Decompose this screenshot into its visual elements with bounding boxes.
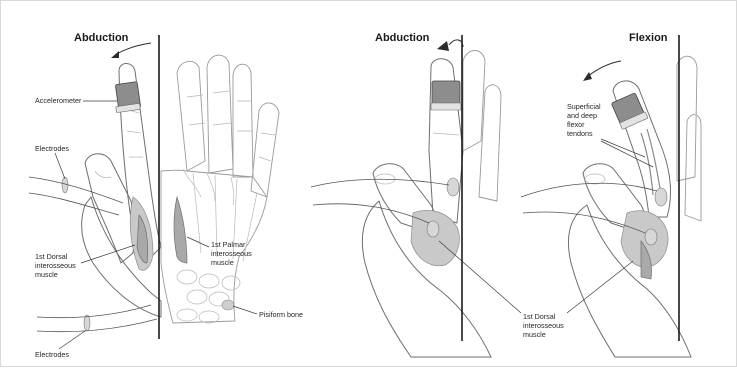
palmar-muscle-label-line1: 1st Palmar: [211, 240, 246, 249]
panel-3-title: Flexion: [629, 32, 668, 44]
pisiform-label: Pisiform bone: [259, 310, 303, 319]
accelerometer-device-2: [432, 81, 460, 105]
palmar-muscle-label-line3: muscle: [211, 258, 234, 267]
thumb-side-hand-drawing: [311, 51, 501, 358]
palmar-muscle-label-line2: interosseous: [211, 249, 252, 258]
electrode-bottom-shape: [84, 315, 90, 331]
panel-1-title: Abduction: [74, 32, 129, 44]
pisiform-bone-shape: [222, 300, 234, 310]
panel-2-title: Abduction: [375, 32, 430, 44]
dorsal-muscle-label-3-line3: muscle: [523, 330, 546, 339]
tendons-label-line2: and deep: [567, 111, 597, 120]
dorsal-muscle-label-line1: 1st Dorsal: [35, 252, 68, 261]
abduction-arrow: [111, 43, 151, 58]
dorsal-muscle-label-3-line2: interosseous: [523, 321, 564, 330]
tendons-label-line4: tendons: [567, 129, 593, 138]
tendons-label-line3: flexor: [567, 120, 585, 129]
tendons-label-line1: Superficial: [567, 102, 601, 111]
panel-1: Abduction Accelerometer Electrodes 1st D…: [29, 32, 303, 359]
palmar-interosseous-muscle-shape: [174, 197, 187, 263]
dorsal-muscle-label-line2: interosseous: [35, 261, 76, 270]
panel-3: Flexion Superficial and deep flexor tend…: [439, 32, 701, 357]
open-hand-drawing: [161, 55, 279, 323]
electrodes-bottom-label: Electrodes: [35, 350, 69, 359]
dorsal-muscle-label-3-line1: 1st Dorsal: [523, 312, 556, 321]
flexion-arrow: [583, 61, 621, 81]
accelerometer-label: Accelerometer: [35, 96, 82, 105]
abduction-arrow-2: [437, 40, 463, 51]
dorsal-muscle-label-line3: muscle: [35, 270, 58, 279]
panel-2: Abduction: [311, 32, 501, 357]
electrodes-top-label: Electrodes: [35, 144, 69, 153]
